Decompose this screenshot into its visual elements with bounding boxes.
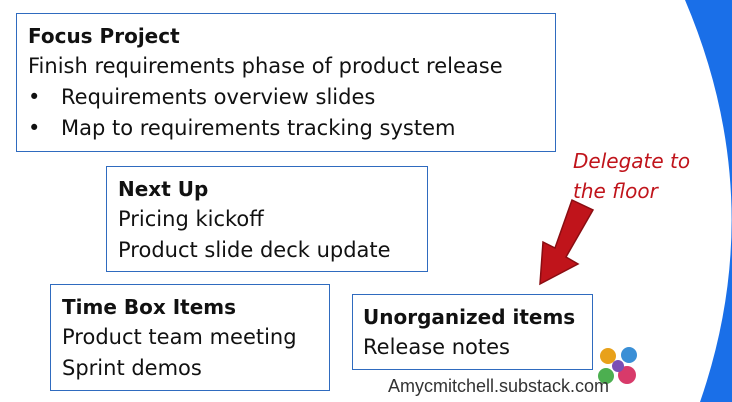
bullet-text: Map to requirements tracking system (61, 116, 456, 140)
focus-bullet-item: • Requirements overview slides (28, 82, 555, 113)
bullet-text: Requirements overview slides (61, 85, 376, 109)
unorganized-item: Release notes (363, 335, 510, 359)
next-up-item: Product slide deck update (118, 238, 391, 262)
next-up-title: Next Up (118, 177, 209, 201)
delegate-annotation: Delegate to the floor (573, 146, 690, 206)
time-box-items-box: Time Box Items Product team meeting Spri… (50, 284, 330, 391)
delegate-line-1: Delegate to (573, 149, 691, 173)
next-up-item: Pricing kickoff (118, 207, 264, 231)
colorful-hands-logo-icon (598, 347, 637, 384)
focus-project-box: Focus Project Finish requirements phase … (16, 13, 556, 152)
time-box-item: Sprint demos (62, 356, 202, 380)
focus-project-title: Focus Project (28, 24, 180, 48)
bullet-icon: • (28, 116, 41, 140)
unorganized-title: Unorganized items (363, 305, 576, 329)
time-box-item: Product team meeting (62, 325, 297, 349)
footer-site-url: Amycmitchell.substack.com (388, 376, 610, 396)
unorganized-items-box: Unorganized items Release notes (352, 294, 593, 370)
down-left-arrow-icon (539, 198, 595, 286)
focus-bullet-item: • Map to requirements tracking system (28, 113, 555, 144)
delegate-line-2: the floor (573, 179, 658, 203)
time-box-title: Time Box Items (62, 295, 237, 319)
bullet-icon: • (28, 85, 41, 109)
next-up-box: Next Up Pricing kickoff Product slide de… (106, 166, 428, 272)
focus-project-subtitle: Finish requirements phase of product rel… (28, 54, 503, 78)
